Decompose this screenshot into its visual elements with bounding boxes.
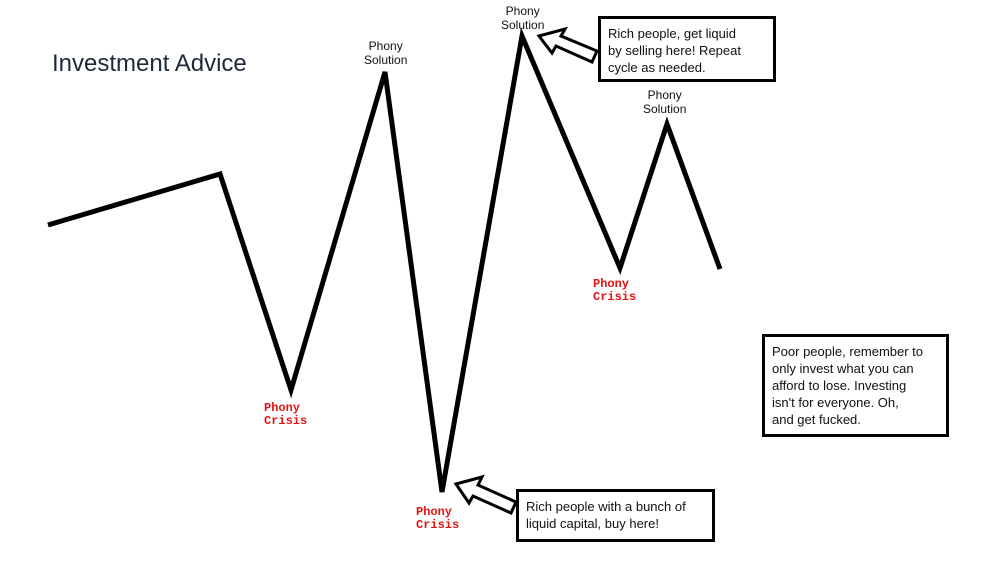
- phony-crisis-label-2: Phony Crisis: [416, 505, 460, 532]
- phony-crisis-label-3: Phony Crisis: [593, 277, 637, 304]
- page-title: Investment Advice: [52, 50, 247, 77]
- market-line: [47, 27, 723, 493]
- phony-solution-label-2: Phony Solution: [501, 4, 545, 32]
- poor-people-note: Poor people, remember to only invest wha…: [762, 334, 949, 437]
- buy-note: Rich people with a bunch of liquid capit…: [516, 489, 715, 542]
- sell-arrow-icon: [536, 26, 600, 64]
- sell-note: Rich people, get liquid by selling here!…: [598, 16, 776, 82]
- phony-solution-label-3: Phony Solution: [643, 88, 687, 116]
- phony-crisis-label-1: Phony Crisis: [264, 401, 308, 428]
- phony-solution-label-1: Phony Solution: [364, 39, 408, 67]
- buy-arrow-icon: [453, 474, 518, 515]
